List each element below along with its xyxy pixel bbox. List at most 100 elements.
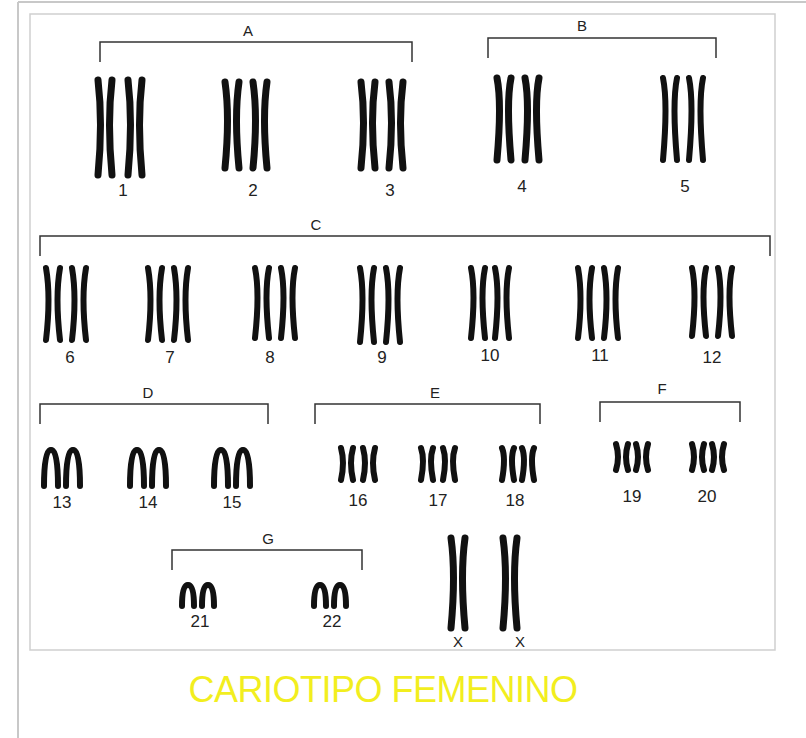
chromatid [281, 268, 284, 338]
chromatid [363, 448, 365, 480]
chromatid [463, 538, 466, 628]
chromatid [130, 450, 136, 486]
chromatid [372, 268, 375, 342]
chromatid [604, 268, 607, 338]
chromosome-number: 1 [118, 182, 127, 199]
chromatid [532, 448, 534, 480]
chromatid [110, 80, 113, 175]
chromatid [689, 78, 692, 160]
chromatid [373, 82, 376, 168]
chromatid [98, 80, 101, 175]
chromatid [84, 268, 87, 340]
chromatid [675, 78, 678, 160]
image-frame [30, 14, 775, 650]
chromatid [293, 268, 296, 338]
chromosome-number: 14 [139, 494, 158, 511]
group-letter: F [657, 381, 666, 396]
chromatid [512, 448, 514, 480]
chromatid [334, 585, 339, 606]
group-letter: G [262, 531, 274, 546]
chromatid [431, 448, 433, 480]
chromosome-number: 16 [349, 492, 368, 509]
chromatid [189, 585, 194, 606]
chromatid [314, 585, 319, 606]
chromosome-number: 11 [591, 347, 609, 364]
chromatid [730, 268, 733, 336]
chromatid [704, 268, 707, 336]
chromatid [148, 268, 151, 340]
chromosome-number: 4 [517, 178, 526, 195]
bracket [100, 42, 412, 62]
chromosome-number: 17 [429, 492, 448, 509]
sex-chromosome-label: X [515, 634, 525, 649]
chromosome-number: 15 [223, 494, 242, 511]
bracket [172, 550, 362, 570]
chromatid [128, 80, 131, 175]
chromosome-number: 19 [623, 488, 642, 505]
chromatid [214, 450, 220, 486]
chromatid [265, 82, 268, 168]
chromosome-number: 10 [481, 347, 500, 364]
chromosome-number: 13 [53, 494, 72, 511]
chromosome-number: 7 [165, 349, 174, 366]
chromatid [616, 268, 619, 338]
chromatid [225, 82, 228, 168]
group-letter: C [311, 217, 322, 232]
chromatid [515, 538, 518, 628]
chromatid [663, 78, 666, 160]
chromatid [236, 450, 242, 486]
chromatid [701, 78, 704, 160]
chromosome-number: 8 [265, 349, 274, 366]
chromatid [497, 78, 500, 160]
chromosome-number: 20 [698, 488, 717, 505]
group-letter: E [430, 385, 440, 400]
chromatid [373, 448, 375, 480]
chromatid [509, 78, 512, 160]
chromatid [578, 268, 581, 338]
chromatid [525, 78, 528, 160]
chromatid [253, 82, 256, 168]
chromatid [152, 450, 158, 486]
chromatid [453, 448, 455, 480]
chromatid [616, 444, 618, 470]
chromatid [443, 448, 445, 480]
chromatid [421, 448, 423, 480]
chromosome-number: 22 [323, 613, 342, 630]
group-brackets [40, 38, 770, 570]
group-letter: D [143, 385, 154, 400]
chromatid [389, 82, 392, 168]
chromatid [722, 444, 724, 470]
chromatid [74, 450, 80, 486]
chromatid [267, 268, 270, 338]
chromatid [58, 268, 61, 340]
sex-chromosome-label: X [453, 634, 463, 649]
chromatid [471, 268, 474, 338]
chromosome-number: 6 [65, 349, 74, 366]
chromatid [386, 268, 389, 342]
chromatid [160, 450, 166, 486]
chromatid [502, 448, 504, 480]
chromatid [321, 585, 326, 606]
chromatid [351, 448, 353, 480]
chromosomes [44, 78, 732, 628]
chromatid [202, 585, 207, 606]
chromatid [360, 268, 363, 342]
chromatid [174, 268, 177, 340]
chromatid [222, 450, 228, 486]
figure-caption: CARIOTIPO FEMENINO [188, 672, 577, 708]
bracket [40, 404, 268, 424]
chromatid [451, 538, 454, 628]
chromatid [398, 268, 401, 342]
frame-line [18, 1, 806, 3]
chromosome-number: 3 [385, 182, 394, 199]
chromatid [182, 585, 187, 606]
chromosome-number: 5 [680, 178, 689, 195]
chromatid [72, 268, 75, 340]
bracket [600, 402, 740, 422]
chromatid [702, 444, 704, 470]
chromatid [140, 80, 143, 175]
chromatid [507, 268, 510, 338]
